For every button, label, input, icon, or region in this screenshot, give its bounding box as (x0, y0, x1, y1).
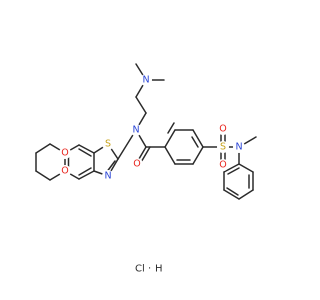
atom-o-top: O (59, 147, 71, 159)
atom-s-sulfonyl: S (217, 141, 229, 153)
atom-labels: O O S N N N O S (59, 74, 245, 182)
atom-s-thiazole: S (102, 138, 114, 150)
atom-o-sulfonyl-top: O (217, 123, 229, 135)
atom-o-top-label: O (61, 148, 68, 159)
molecule-canvas: O O S N N N O S (35, 63, 257, 275)
atom-o-carbonyl: O (131, 158, 143, 170)
atom-n-dimethyl: N (140, 74, 152, 86)
atom-n-sulfonamide: N (233, 141, 245, 153)
atom-o-sulfonyl-bottom: O (217, 159, 229, 171)
atom-n-thiazole: N (102, 170, 114, 182)
salt-chlorine: Cl (135, 264, 145, 275)
molecule-structure: O O S N N N O S (35, 63, 257, 275)
atom-o-sulfonyl-bottom-label: O (219, 160, 226, 171)
atom-o-bottom-label: O (61, 166, 68, 177)
atom-n-amide-label: N (132, 125, 139, 136)
atom-o-bottom: O (59, 165, 71, 177)
atom-n-dimethyl-label: N (142, 75, 149, 86)
atom-o-carbonyl-label: O (133, 159, 140, 170)
atom-n-sulfonamide-label: N (235, 142, 242, 153)
hcl-salt-label: Cl · H (135, 264, 163, 275)
atom-n-amide: N (130, 124, 142, 136)
atom-s-thiazole-label: S (105, 139, 111, 150)
atom-n-thiazole-label: N (104, 171, 111, 182)
salt-hydrogen: H (155, 264, 163, 275)
salt-separator: · (148, 264, 151, 275)
atom-s-sulfonyl-label: S (220, 142, 226, 153)
atom-o-sulfonyl-top-label: O (219, 124, 226, 135)
